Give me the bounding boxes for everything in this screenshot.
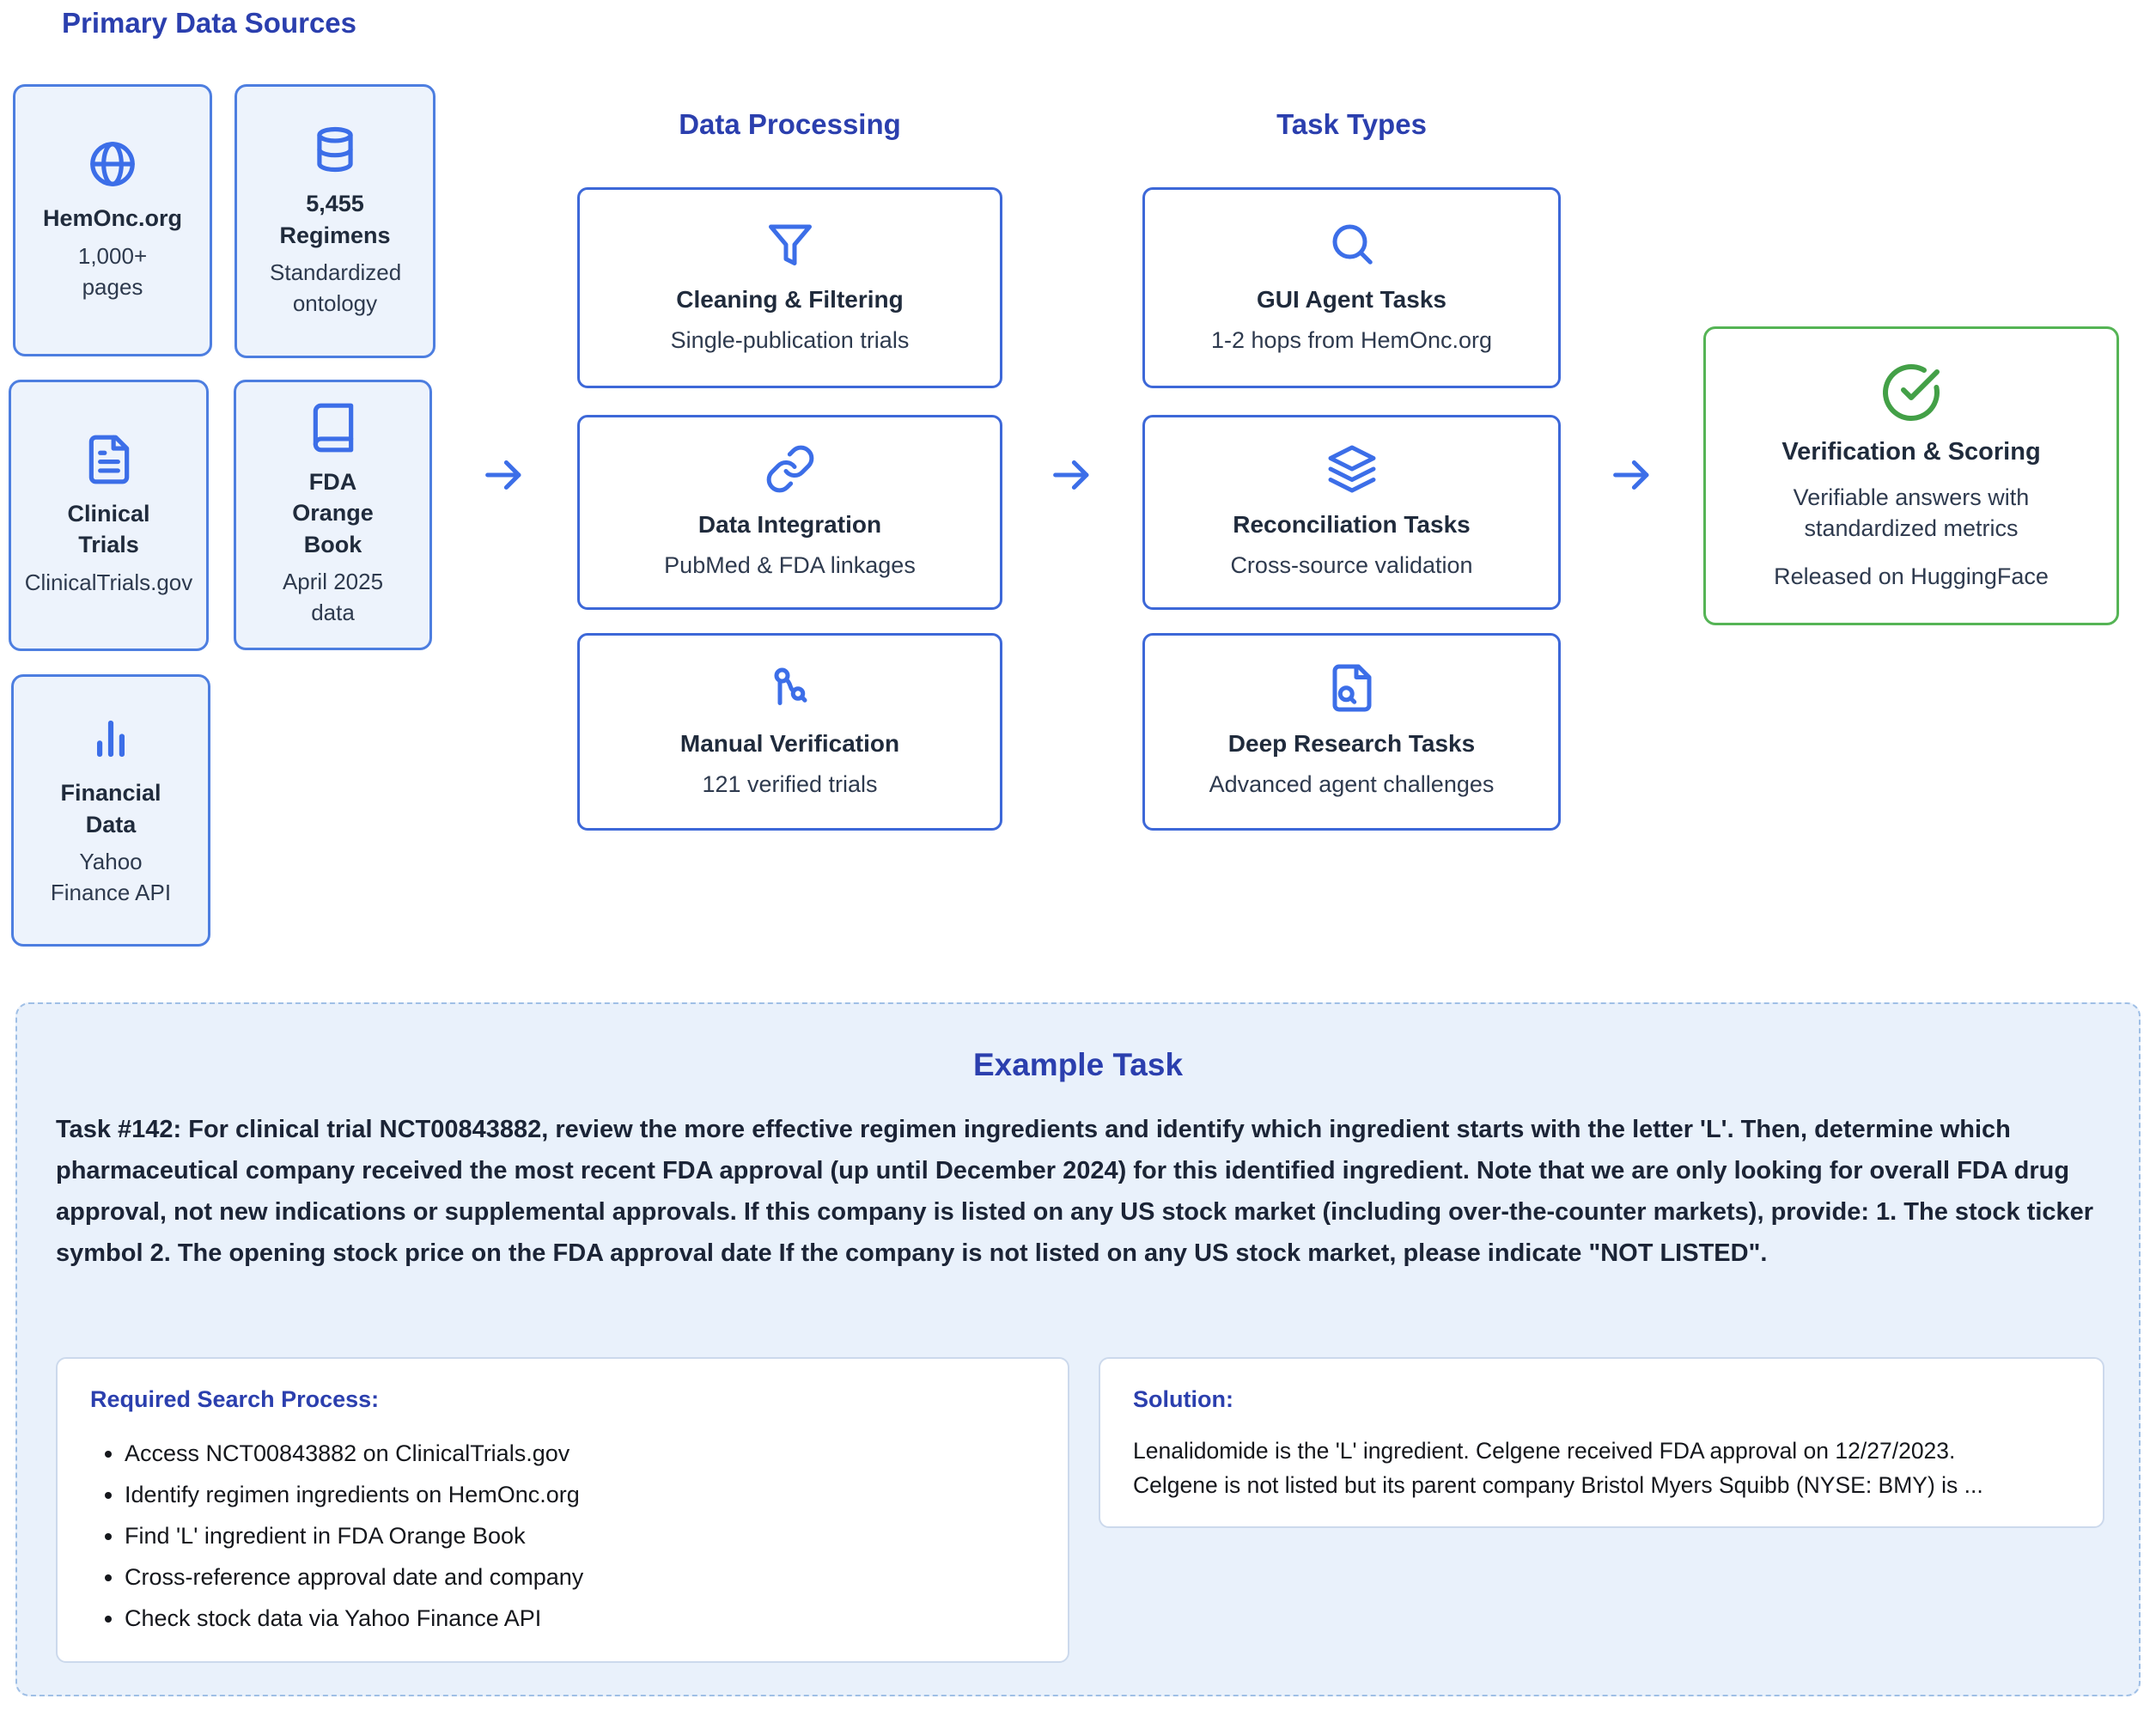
source-card-financial-data: Financial Data Yahoo Finance API xyxy=(11,674,210,947)
task-types-heading: Task Types xyxy=(1276,108,1427,140)
card-subtitle: Advanced agent challenges xyxy=(1209,771,1495,798)
globe-icon xyxy=(86,137,139,191)
task-card-deep-research: Deep Research Tasks Advanced agent chall… xyxy=(1142,633,1561,831)
card-title: Deep Research Tasks xyxy=(1227,730,1476,758)
bar-chart-icon xyxy=(84,712,137,765)
database-icon xyxy=(308,123,362,176)
card-title: Cleaning & Filtering xyxy=(676,286,904,314)
required-search-process-title: Required Search Process: xyxy=(90,1386,380,1412)
task-card-gui-agent: GUI Agent Tasks 1-2 hops from HemOnc.org xyxy=(1142,187,1561,388)
card-title: Data Integration xyxy=(697,510,882,538)
arrow-right-icon xyxy=(479,450,529,500)
card-title: Reconciliation Tasks xyxy=(1233,510,1471,538)
arrow-right-icon xyxy=(1607,450,1657,500)
source-card-regimens: 5,455 Regimens Standardized ontology xyxy=(234,84,435,358)
card-title: GUI Agent Tasks xyxy=(1257,286,1446,314)
processing-card-integration: Data Integration PubMed & FDA linkages xyxy=(577,415,1002,610)
link-icon xyxy=(764,443,816,495)
card-subtitle: 1,000+ pages xyxy=(77,242,148,300)
card-title: 5,455 Regimens xyxy=(279,191,391,248)
verification-line2: Released on HuggingFace xyxy=(1774,563,2049,589)
primary-data-sources-heading: Primary Data Sources xyxy=(62,7,357,39)
card-subtitle: Standardized ontology xyxy=(270,259,402,316)
book-icon xyxy=(307,401,360,454)
card-subtitle: Cross-source validation xyxy=(1230,551,1473,578)
required-search-process-box: Required Search Process: Access NCT00843… xyxy=(56,1357,1069,1663)
solution-title: Solution: xyxy=(1133,1386,1233,1412)
card-title: Manual Verification xyxy=(679,730,900,758)
file-search-icon xyxy=(1326,662,1378,714)
example-task-panel: Example Task Task #142: For clinical tri… xyxy=(15,1002,2141,1696)
card-title: FDA Orange Book xyxy=(292,468,374,557)
verification-scoring-card: Verification & Scoring Verifiable answer… xyxy=(1703,326,2119,625)
card-subtitle: 1-2 hops from HemOnc.org xyxy=(1210,327,1493,354)
check-circle-icon xyxy=(1880,362,1942,423)
search-process-step: Cross-reference approval date and compan… xyxy=(125,1562,1035,1592)
data-processing-heading: Data Processing xyxy=(679,108,901,140)
file-text-icon xyxy=(82,433,136,486)
processing-card-cleaning: Cleaning & Filtering Single-publication … xyxy=(577,187,1002,388)
card-subtitle: 121 verified trials xyxy=(702,771,878,798)
search-icon xyxy=(1326,218,1378,270)
search-process-list: Access NCT00843882 on ClinicalTrials.gov… xyxy=(125,1439,1035,1633)
task-card-reconciliation: Reconciliation Tasks Cross-source valida… xyxy=(1142,415,1561,610)
source-card-fda-orange-book: FDA Orange Book April 2025 data xyxy=(234,380,432,650)
card-subtitle: ClinicalTrials.gov xyxy=(24,569,193,595)
card-subtitle: April 2025 data xyxy=(282,569,384,626)
filter-icon xyxy=(764,218,816,270)
source-card-hemonc: HemOnc.org 1,000+ pages xyxy=(13,84,212,356)
card-subtitle: PubMed & FDA linkages xyxy=(664,551,916,578)
card-subtitle: Yahoo Finance API xyxy=(50,849,172,905)
layers-icon xyxy=(1326,443,1378,495)
route-icon xyxy=(764,662,816,714)
card-subtitle: Single-publication trials xyxy=(670,327,910,354)
solution-text: Lenalidomide is the 'L' ingredient. Celg… xyxy=(1133,1438,1983,1498)
arrow-right-icon xyxy=(1047,450,1097,500)
task-description: Task #142: For clinical trial NCT0084388… xyxy=(56,1116,2094,1267)
card-title: Clinical Trials xyxy=(67,500,150,558)
card-title: Verification & Scoring xyxy=(1781,438,2041,466)
card-title: Financial Data xyxy=(60,780,161,837)
processing-card-manual-verification: Manual Verification 121 verified trials xyxy=(577,633,1002,831)
source-card-clinical-trials: Clinical Trials ClinicalTrials.gov xyxy=(9,380,209,651)
solution-box: Solution: Lenalidomide is the 'L' ingred… xyxy=(1099,1357,2104,1528)
search-process-step: Find 'L' ingredient in FDA Orange Book xyxy=(125,1521,1035,1550)
search-process-step: Check stock data via Yahoo Finance API xyxy=(125,1604,1035,1633)
example-task-heading: Example Task xyxy=(972,1047,1184,1082)
verification-line1: Verifiable answers with standardized met… xyxy=(1793,484,2030,542)
search-process-step: Access NCT00843882 on ClinicalTrials.gov xyxy=(125,1439,1035,1468)
search-process-step: Identify regimen ingredients on HemOnc.o… xyxy=(125,1480,1035,1509)
card-title: HemOnc.org xyxy=(42,205,183,232)
